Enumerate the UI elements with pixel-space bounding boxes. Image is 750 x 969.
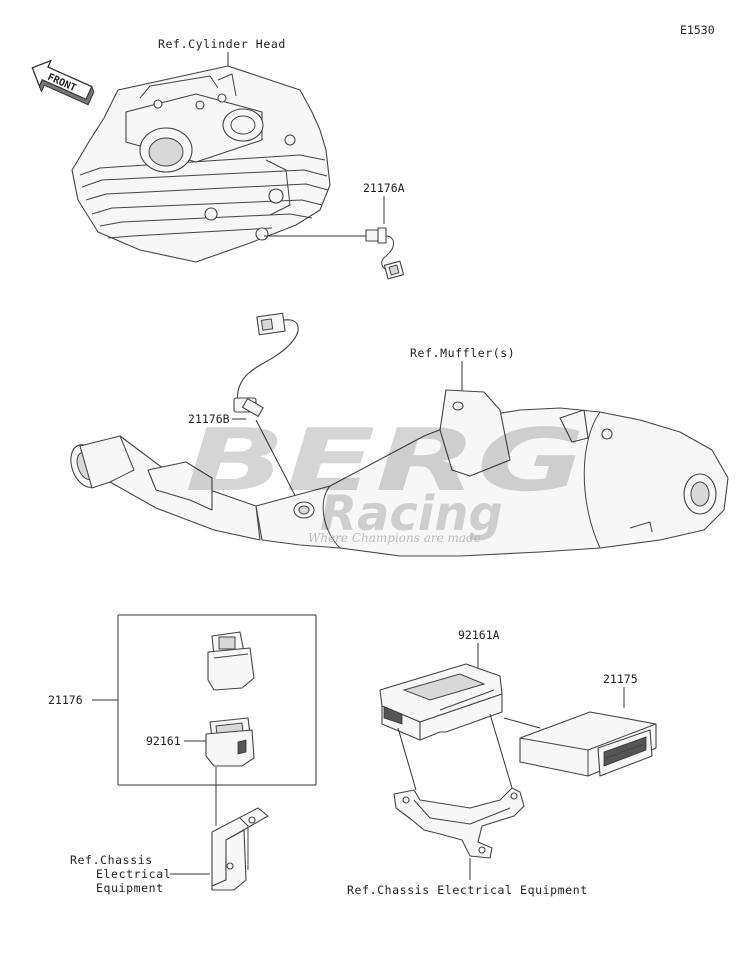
watermark: BERG Racing (185, 411, 585, 542)
part-label-21176: 21176 (48, 693, 83, 707)
ecu-21175 (519, 711, 657, 777)
ref-chassis-left-line2: Electrical (96, 867, 171, 881)
sensor-21176a (365, 227, 405, 280)
part-label-21176b: 21176B (188, 412, 230, 426)
cover-92161a (379, 663, 503, 741)
ref-chassis-left-line3: Equipment (96, 881, 164, 895)
watermark-tagline: Where Champions are made (308, 531, 481, 545)
assembly-box-21176 (117, 614, 317, 786)
connector-21176 (207, 631, 255, 691)
bracket-right (393, 787, 525, 859)
diagram-code: E1530 (680, 23, 715, 37)
watermark-line1: BERG (185, 411, 585, 511)
part-label-92161a: 92161A (458, 628, 500, 642)
part-label-21175: 21175 (603, 672, 638, 686)
bracket-left (211, 807, 269, 891)
ref-chassis-left-line1: Ref.Chassis (70, 853, 153, 867)
watermark-line2: Racing (320, 486, 503, 542)
cylinder-head-drawing (71, 65, 331, 263)
cover-92161 (205, 717, 255, 767)
part-label-92161: 92161 (146, 734, 181, 748)
ref-cylinder-head: Ref.Cylinder Head (158, 37, 286, 51)
ref-muffler: Ref.Muffler(s) (410, 346, 515, 360)
part-label-21176a: 21176A (363, 181, 405, 195)
front-arrow-icon: FRONT (31, 59, 95, 106)
sensor-21176b (233, 312, 299, 417)
ref-chassis-right: Ref.Chassis Electrical Equipment (347, 883, 588, 897)
muffler-drawing (70, 389, 729, 557)
